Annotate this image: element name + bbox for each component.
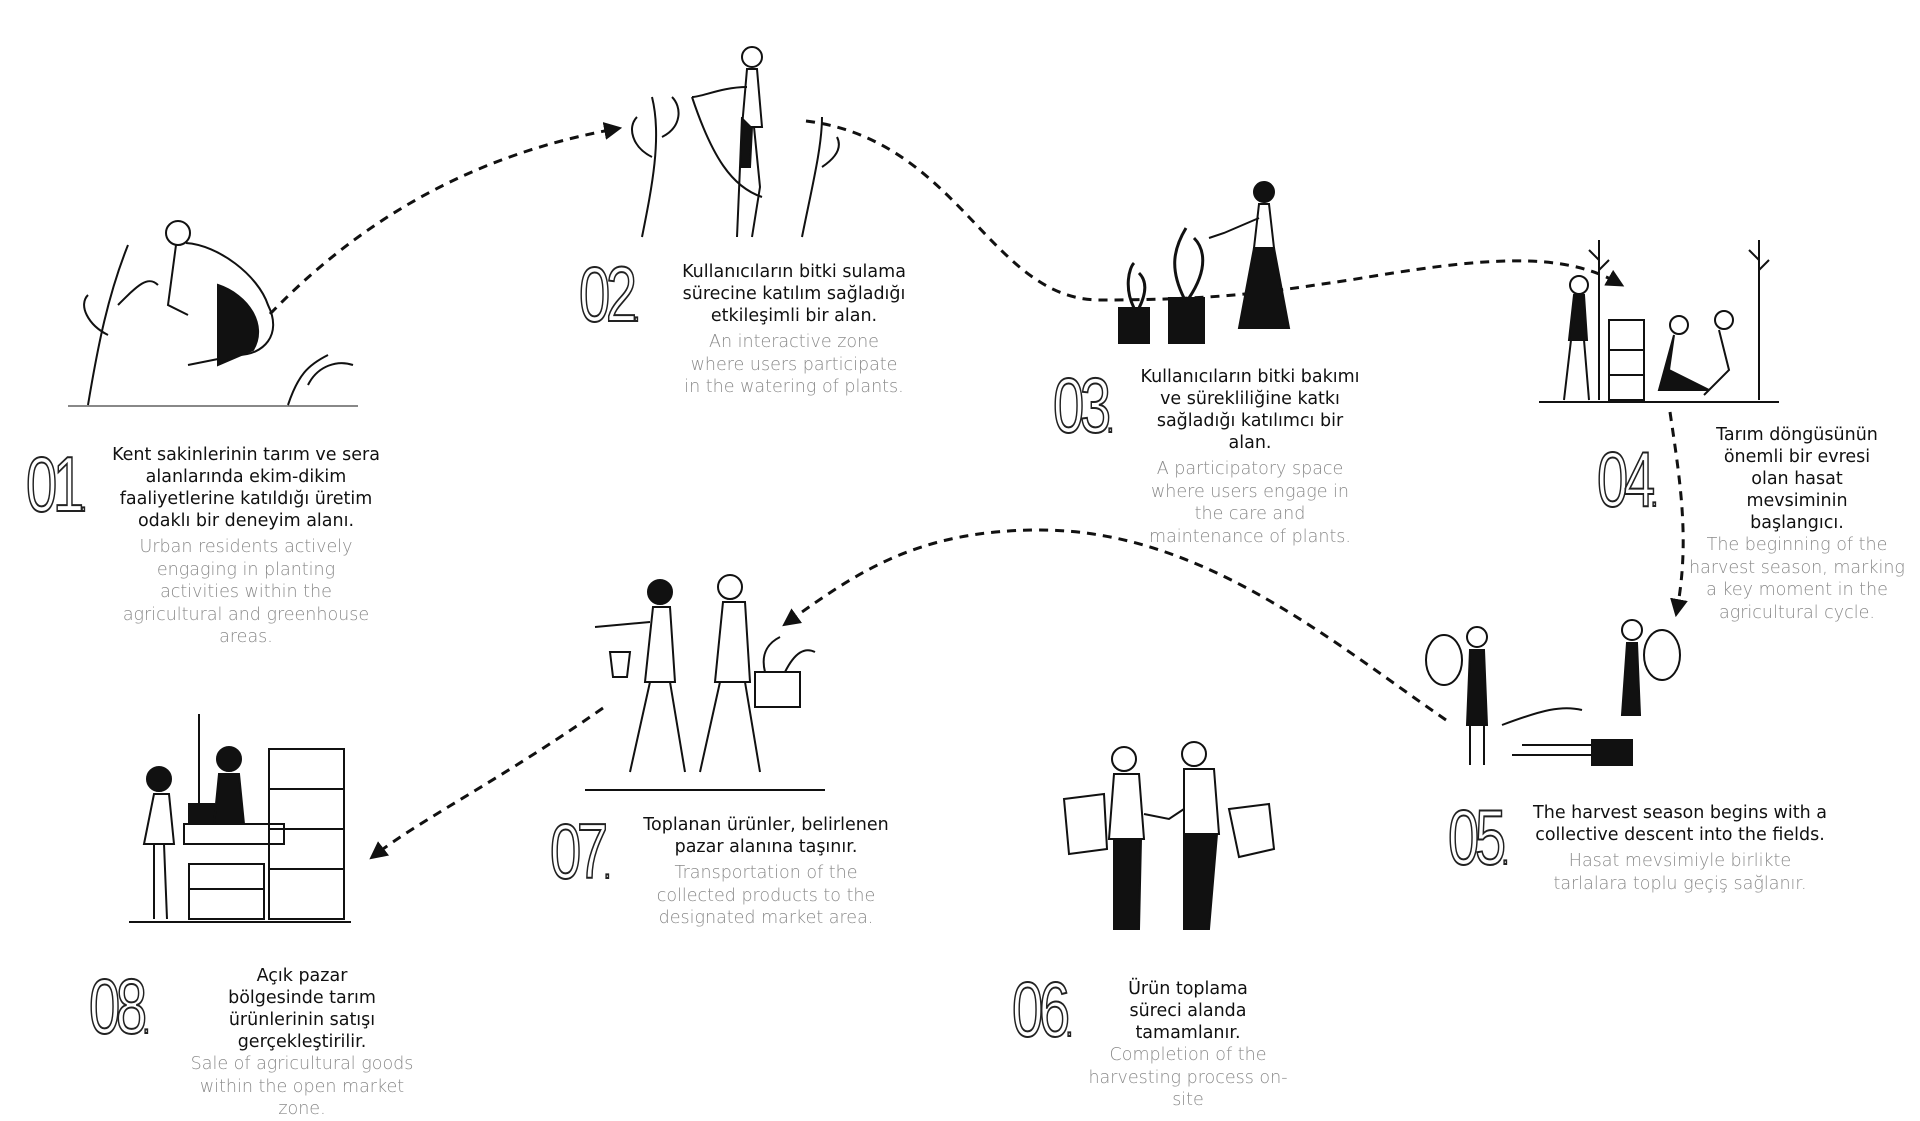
flow-arrow-07-08: [369, 706, 604, 860]
step-01-title: Kent sakinlerinin tarım ve sera alanları…: [112, 445, 380, 531]
harvest-complete-illustration: [1062, 741, 1276, 930]
step-05-desc: Hasat mevsimiyle birlikte tarlalara topl…: [1553, 851, 1807, 894]
flow-arrow-05-07: [782, 528, 1447, 722]
step-03-desc: A participatory space where users engage…: [1149, 459, 1351, 547]
market-illustration: [129, 714, 351, 923]
step-07-title: Toplanan ürünler, belirlenen pazar alanı…: [643, 815, 889, 857]
flow-arrow-02-04: [805, 119, 1625, 302]
step-01-desc: Urban residents actively engaging in pla…: [122, 537, 370, 647]
plant-care-illustration: [1118, 181, 1291, 344]
step-03-title: Kullanıcıların bitki bakımı ve süreklili…: [1140, 367, 1360, 453]
step-08-text: Açık pazar bölgesinde tarım ürünlerinin …: [177, 965, 427, 1121]
step-04-title: Tarım döngüsünün önemli bir evresi olan …: [1716, 425, 1878, 533]
watering-illustration: [631, 46, 840, 238]
step-number-05: 05.: [1447, 793, 1509, 881]
step-number-01: 01.: [25, 440, 87, 528]
step-07-text: Toplanan ürünler, belirlenen pazar alanı…: [636, 814, 896, 930]
step-06-text: Ürün toplama süreci alanda tamamlanır. C…: [1078, 978, 1298, 1112]
step-02-desc: An interactive zone where users particip…: [684, 332, 904, 397]
step-05-title: The harvest season begins with a collect…: [1533, 803, 1827, 845]
step-number-08: 08.: [88, 962, 150, 1050]
step-08-desc: Sale of agricultural goods within the op…: [190, 1054, 414, 1119]
step-07-desc: Transportation of the collected products…: [656, 863, 876, 928]
step-05-text: The harvest season begins with a collect…: [1520, 802, 1840, 895]
step-02-text: Kullanıcıların bitki sulama sürecine kat…: [674, 261, 914, 399]
field-descent-illustration: [1425, 619, 1681, 766]
transport-illustration: [585, 574, 825, 791]
step-04-text: Tarım döngüsünün önemli bir evresi olan …: [1687, 424, 1907, 624]
step-number-03: 03.: [1052, 361, 1114, 449]
step-08-title: Açık pazar bölgesinde tarım ürünlerinin …: [228, 966, 376, 1052]
step-01-text: Kent sakinlerinin tarım ve sera alanları…: [111, 444, 381, 649]
step-03-text: Kullanıcıların bitki bakımı ve süreklili…: [1140, 366, 1360, 548]
step-number-02: 02.: [578, 250, 640, 338]
planting-illustration: [68, 220, 358, 407]
flow-arrow-04-05: [1668, 411, 1688, 618]
step-02-title: Kullanıcıların bitki sulama sürecine kat…: [682, 262, 906, 326]
step-number-06: 06.: [1011, 965, 1073, 1053]
step-04-desc: The beginning of the harvest season, mar…: [1689, 535, 1905, 623]
flow-path: [268, 119, 1688, 860]
step-06-title: Ürün toplama süreci alanda tamamlanır.: [1128, 979, 1248, 1043]
step-number-04: 04.: [1596, 435, 1658, 523]
step-06-desc: Completion of the harvesting process on-…: [1088, 1045, 1288, 1110]
step-number-07: 07.: [549, 807, 611, 895]
harvest-start-illustration: [1539, 240, 1779, 403]
flow-arrow-01-02: [268, 122, 623, 316]
